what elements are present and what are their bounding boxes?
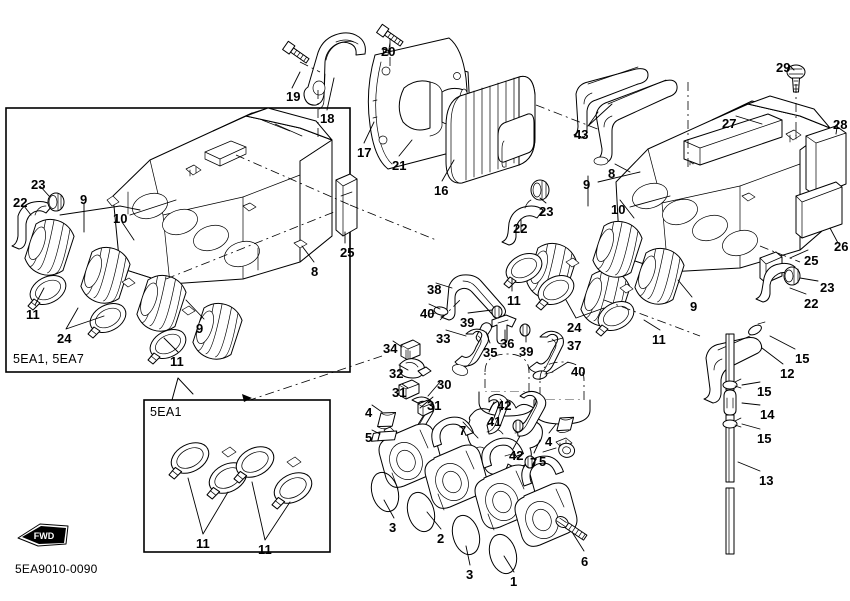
callout-15: 15 (757, 384, 772, 399)
callout-11: 11 (258, 542, 272, 557)
case-screws (282, 23, 404, 64)
callout-26: 26 (834, 239, 849, 254)
manifold-2 (424, 444, 488, 511)
callout-38: 38 (427, 282, 442, 297)
callout-11: 11 (652, 332, 666, 347)
callout-35: 35 (483, 345, 498, 360)
callout-10: 10 (611, 202, 626, 217)
callout-5: 5 (539, 454, 547, 469)
callout-22: 22 (513, 221, 528, 236)
callout-40: 40 (420, 306, 435, 321)
callout-5: 5 (365, 430, 373, 445)
callout-8: 8 (608, 166, 616, 181)
inset-label-left: 5EA1, 5EA7 (13, 352, 85, 366)
fwd-marker: FWD (17, 523, 69, 547)
callout-40: 40 (571, 364, 586, 379)
callout-6: 6 (581, 554, 589, 569)
callout-24: 24 (567, 320, 582, 335)
inset-clamps (165, 436, 318, 510)
callout-23: 23 (31, 177, 46, 192)
callout-18: 18 (320, 111, 335, 126)
callout-13: 13 (759, 473, 774, 488)
callout-25: 25 (804, 253, 819, 268)
callout-9: 9 (196, 321, 204, 336)
callout-37: 37 (567, 338, 582, 353)
callout-19: 19 (286, 89, 301, 104)
callout-33: 33 (436, 331, 451, 346)
case-handle (303, 32, 366, 110)
callout-20: 20 (381, 44, 396, 59)
left-intake-joints (24, 218, 243, 365)
callout-39: 39 (519, 344, 534, 359)
right-breather-hose (755, 262, 801, 303)
callout-29: 29 (776, 60, 791, 75)
callout-9: 9 (80, 192, 88, 207)
callout-11: 11 (170, 354, 184, 369)
callout-7: 7 (459, 423, 467, 438)
inset-label-bottom: 5EA1 (150, 405, 182, 419)
callout-11: 11 (507, 293, 521, 308)
left-air-box (106, 107, 358, 285)
callout-8: 8 (311, 264, 319, 279)
callout-23: 23 (539, 204, 554, 219)
callout-10: 10 (113, 211, 128, 226)
callout-39: 39 (460, 315, 475, 330)
callout-9: 9 (583, 177, 591, 192)
right-air-box (615, 95, 847, 284)
callout-42: 42 (497, 398, 512, 413)
assembly-axis-lines (165, 38, 801, 401)
carburetor-assembly (370, 353, 591, 575)
callout-3: 3 (466, 567, 474, 582)
callout-2: 2 (437, 531, 445, 546)
center-breather-hose (501, 179, 550, 246)
callout-24: 24 (57, 331, 72, 346)
callout-31: 31 (392, 385, 407, 400)
air-box-screw (786, 64, 806, 93)
callout-4: 4 (365, 405, 373, 420)
callout-11: 11 (26, 307, 40, 322)
callout-7: 7 (530, 455, 538, 470)
callout-21: 21 (392, 158, 407, 173)
callout-22: 22 (804, 296, 819, 311)
fuel-line-assembly (703, 321, 766, 555)
callout-22: 22 (13, 195, 28, 210)
callout-1: 1 (510, 574, 518, 589)
callout-36: 36 (500, 336, 515, 351)
callout-12: 12 (780, 366, 795, 381)
callout-9: 9 (690, 299, 698, 314)
diagram-part-number: 5EA9010-0090 (15, 562, 98, 576)
breather-hoses-43 (573, 66, 678, 166)
callout-42: 42 (509, 448, 524, 463)
callout-15: 15 (795, 351, 810, 366)
air-filter-element (445, 75, 536, 184)
callout-15: 15 (757, 431, 772, 446)
manifold-4 (514, 482, 578, 547)
callout-34: 34 (383, 341, 398, 356)
callout-31: 31 (427, 398, 442, 413)
svg-text:FWD: FWD (34, 531, 55, 541)
callout-17: 17 (357, 145, 372, 160)
callout-41: 41 (487, 414, 502, 429)
left-breather-hose (11, 192, 65, 250)
callout-16: 16 (434, 183, 449, 198)
callout-23: 23 (820, 280, 835, 295)
callout-4: 4 (545, 434, 553, 449)
callout-27: 27 (722, 116, 737, 131)
callout-3: 3 (389, 520, 397, 535)
callout-25: 25 (340, 245, 355, 260)
callout-30: 30 (437, 377, 452, 392)
callout-32: 32 (389, 366, 404, 381)
callout-11: 11 (196, 536, 210, 551)
callout-14: 14 (760, 407, 775, 422)
callout-43: 43 (574, 127, 589, 142)
callout-28: 28 (833, 117, 848, 132)
